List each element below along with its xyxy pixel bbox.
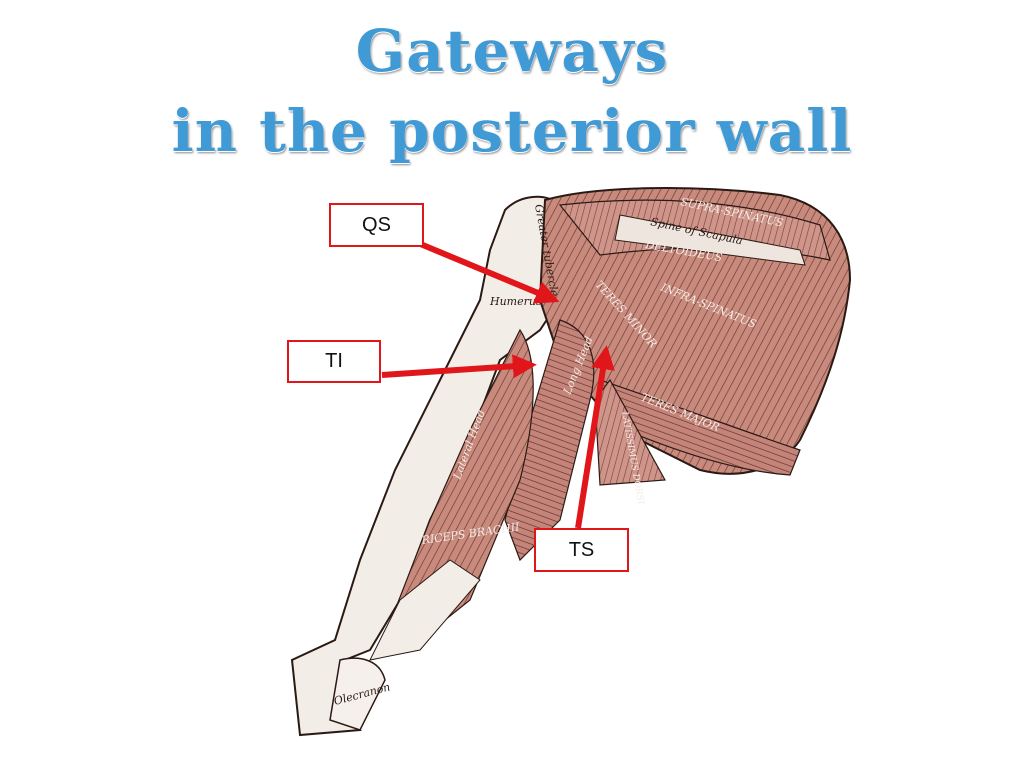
- qs-label: QS: [329, 203, 424, 247]
- ts-arrow: [575, 345, 615, 529]
- title-line-1: Gateways: [355, 17, 669, 85]
- qs-arrow: [416, 240, 560, 304]
- triceps-tendon: [369, 559, 481, 661]
- ti-arrow: [381, 354, 537, 379]
- title-line-2: in the posterior wall: [171, 97, 853, 165]
- olecranon: [329, 657, 386, 731]
- teres-major-muscle: [599, 379, 801, 476]
- ti-label: TI: [287, 340, 381, 383]
- spine-of-scapula: [614, 214, 806, 266]
- ts-label: TS: [534, 528, 629, 572]
- anat-humerus: Humerus: [489, 295, 542, 308]
